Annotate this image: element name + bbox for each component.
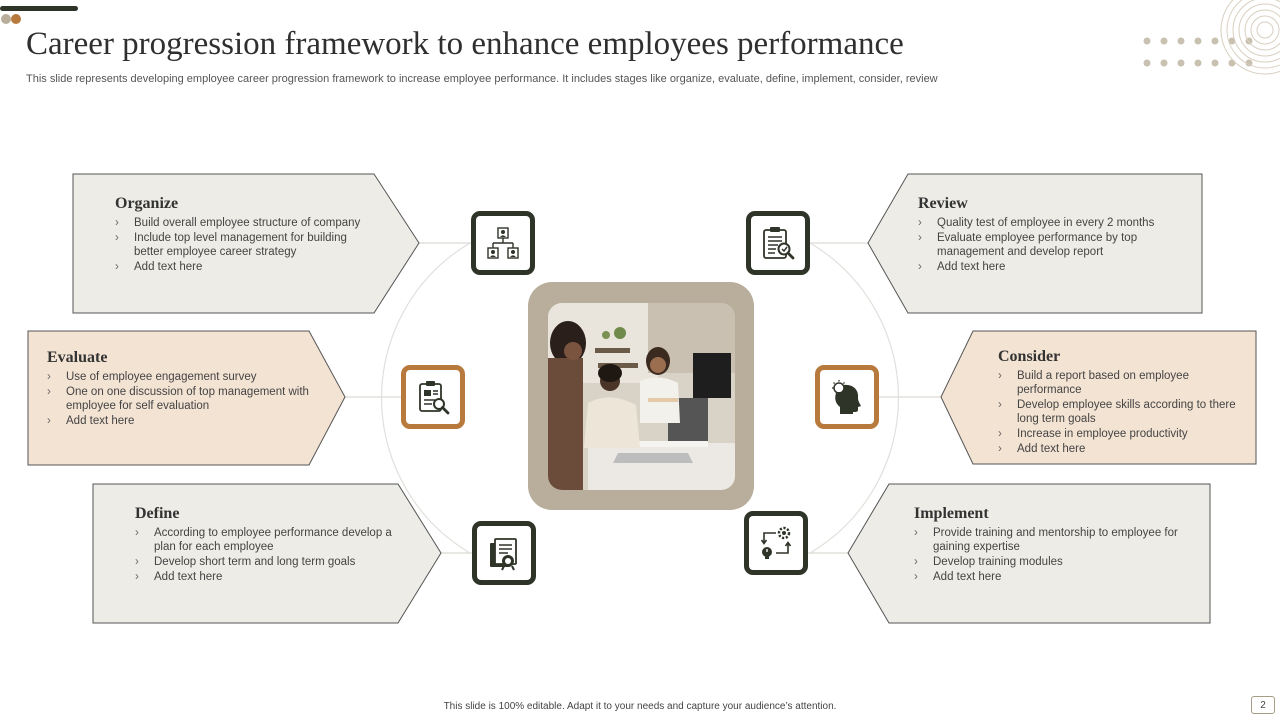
org-chart-icon [487, 227, 519, 259]
list-item: Include top level management for buildin… [115, 231, 377, 259]
consider-bullets: Build a report based on employee perform… [998, 369, 1254, 456]
idea-gear-cycle-icon [760, 526, 792, 559]
list-item: Add text here [914, 570, 1184, 584]
define-content: Define According to employee performance… [135, 505, 400, 585]
list-item: Provide training and mentorship to emplo… [914, 526, 1184, 554]
list-item: Develop employee skills according to the… [998, 398, 1254, 426]
implement-bullets: Provide training and mentorship to emplo… [914, 526, 1184, 584]
list-item: Use of employee engagement survey [47, 370, 309, 384]
clipboard-review-icon [763, 227, 795, 260]
team-illustration [548, 303, 735, 490]
organize-content: Organize Build overall employee structur… [115, 195, 377, 275]
evaluate-bullets: Use of employee engagement survey One on… [47, 370, 309, 428]
top-right-decoration [1143, 0, 1280, 75]
list-item: Build overall employee structure of comp… [115, 216, 377, 230]
team-photo [548, 303, 735, 490]
list-item: Add text here [115, 260, 377, 274]
list-item: Increase in employee productivity [998, 427, 1254, 441]
evaluate-content: Evaluate Use of employee engagement surv… [47, 349, 309, 429]
list-item: Add text here [135, 570, 400, 584]
list-item: Quality test of employee in every 2 mont… [918, 216, 1180, 230]
define-icon-box [472, 521, 536, 585]
review-content: Review Quality test of employee in every… [918, 195, 1180, 275]
certificate-document-icon [490, 538, 517, 571]
implement-icon-box [744, 511, 808, 575]
list-item: Build a report based on employee perform… [998, 369, 1254, 397]
list-item: According to employee performance develo… [135, 526, 400, 554]
consider-icon-box [815, 365, 879, 429]
slide-subtitle: This slide represents developing employe… [26, 73, 938, 85]
top-left-decoration [0, 6, 78, 24]
review-bullets: Quality test of employee in every 2 mont… [918, 216, 1180, 274]
organize-icon-box [471, 211, 535, 275]
list-item: Add text here [47, 414, 309, 428]
implement-title: Implement [914, 505, 989, 522]
slide-title: Career progression framework to enhance … [26, 26, 904, 62]
evaluate-icon-box [401, 365, 465, 429]
review-title: Review [918, 195, 968, 212]
head-lightbulb-icon [832, 380, 861, 414]
list-item: Develop training modules [914, 555, 1184, 569]
list-item: Add text here [918, 260, 1180, 274]
evaluate-title: Evaluate [47, 349, 108, 366]
page-number: 2 [1251, 696, 1275, 714]
clipboard-search-icon [419, 381, 450, 415]
implement-content: Implement Provide training and mentorshi… [914, 505, 1184, 585]
organize-bullets: Build overall employee structure of comp… [115, 216, 377, 274]
footer-note: This slide is 100% editable. Adapt it to… [443, 701, 837, 712]
list-item: Add text here [998, 442, 1254, 456]
consider-title: Consider [998, 348, 1061, 365]
organize-title: Organize [115, 195, 179, 212]
define-bullets: According to employee performance develo… [135, 526, 400, 584]
define-title: Define [135, 505, 180, 522]
list-item: Develop short term and long term goals [135, 555, 400, 569]
list-item: Evaluate employee performance by top man… [918, 231, 1180, 259]
review-icon-box [746, 211, 810, 275]
consider-content: Consider Build a report based on employe… [998, 348, 1254, 457]
list-item: One on one discussion of top management … [47, 385, 309, 413]
